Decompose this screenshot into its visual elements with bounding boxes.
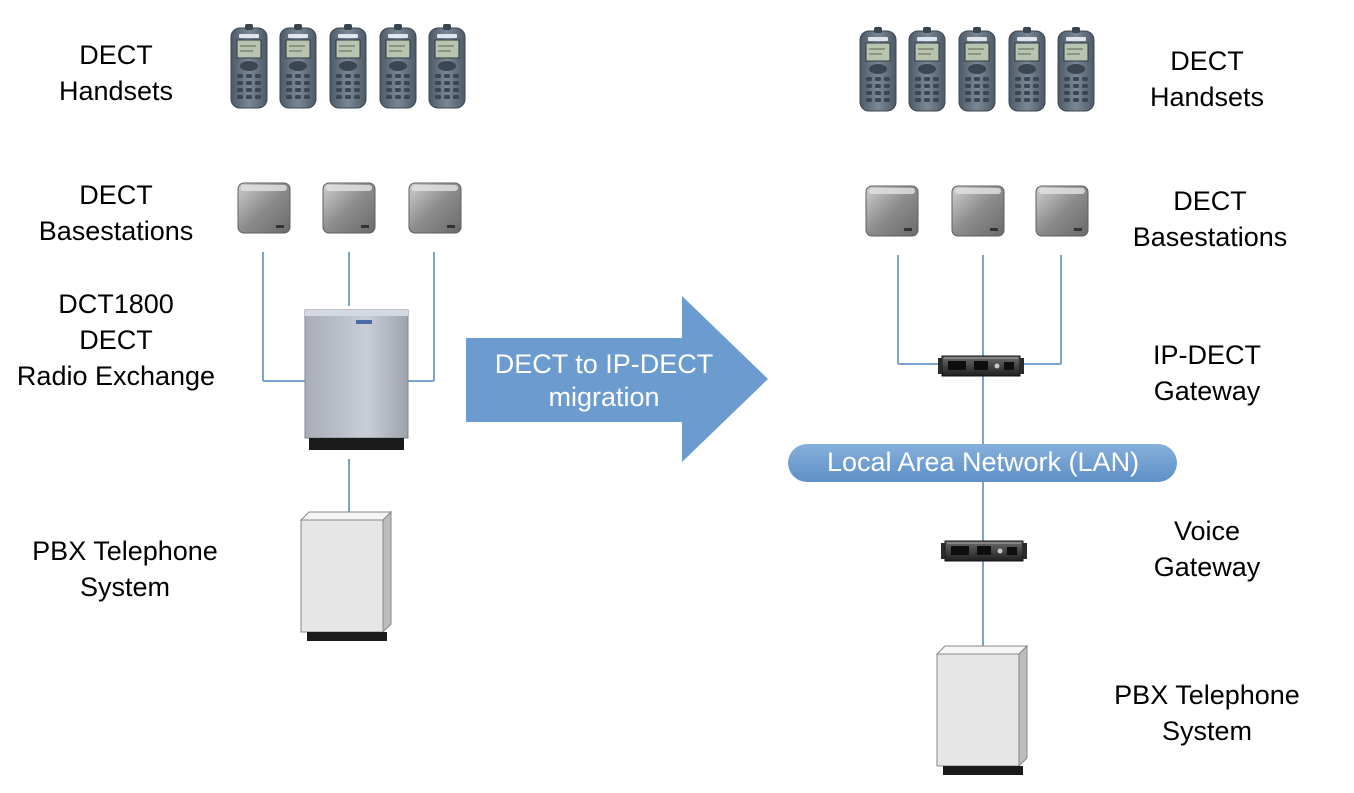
dect-basestation-icon <box>865 185 919 237</box>
right-ipdect-label: IP-DECT Gateway <box>1153 340 1261 406</box>
dect-handset-icon <box>958 26 996 112</box>
right-connectors <box>897 255 1062 646</box>
rack-gateway-icon <box>937 355 1025 377</box>
dect-basestation-icon <box>408 182 462 234</box>
dect-handset-icon <box>1057 26 1095 112</box>
right-handsets-label: DECT Handsets <box>1149 46 1265 112</box>
pbx-cabinet-icon <box>936 645 1028 776</box>
dect-handset-icon <box>379 23 417 109</box>
right-basestations-label: DECT Basestations <box>1132 186 1288 252</box>
dect-handset-icon <box>908 26 946 112</box>
dect-handset-icon <box>859 26 897 112</box>
dect-handset-icon <box>279 23 317 109</box>
dect-handset-icon <box>329 23 367 109</box>
pbx-cabinet-icon <box>300 511 392 642</box>
dect-basestation-icon <box>951 185 1005 237</box>
dect-handset-icon <box>428 23 466 109</box>
radio-exchange-icon <box>304 309 409 450</box>
left-handsets-label: DECT Handsets <box>58 40 174 106</box>
migration-arrow-label: DECT to IP-DECT migration <box>494 349 714 412</box>
dect-basestation-icon <box>237 182 291 234</box>
dect-basestation-icon <box>322 182 376 234</box>
right-voice-label: Voice Gateway <box>1153 516 1261 582</box>
left-exchange-label: DCT1800 DECT Radio Exchange <box>16 289 216 391</box>
lan-label: Local Area Network (LAN) <box>826 447 1140 477</box>
left-pbx-label: PBX Telephone System <box>32 536 218 602</box>
left-basestations-label: DECT Basestations <box>38 180 194 246</box>
dect-handset-icon <box>1008 26 1046 112</box>
right-pbx-label: PBX Telephone System <box>1114 680 1300 746</box>
rack-gateway-icon <box>940 540 1028 562</box>
left-connectors <box>262 252 435 512</box>
dect-handset-icon <box>230 23 268 109</box>
lan-bar <box>788 444 1177 482</box>
migration-arrow <box>466 296 768 462</box>
dect-basestation-icon <box>1035 185 1089 237</box>
